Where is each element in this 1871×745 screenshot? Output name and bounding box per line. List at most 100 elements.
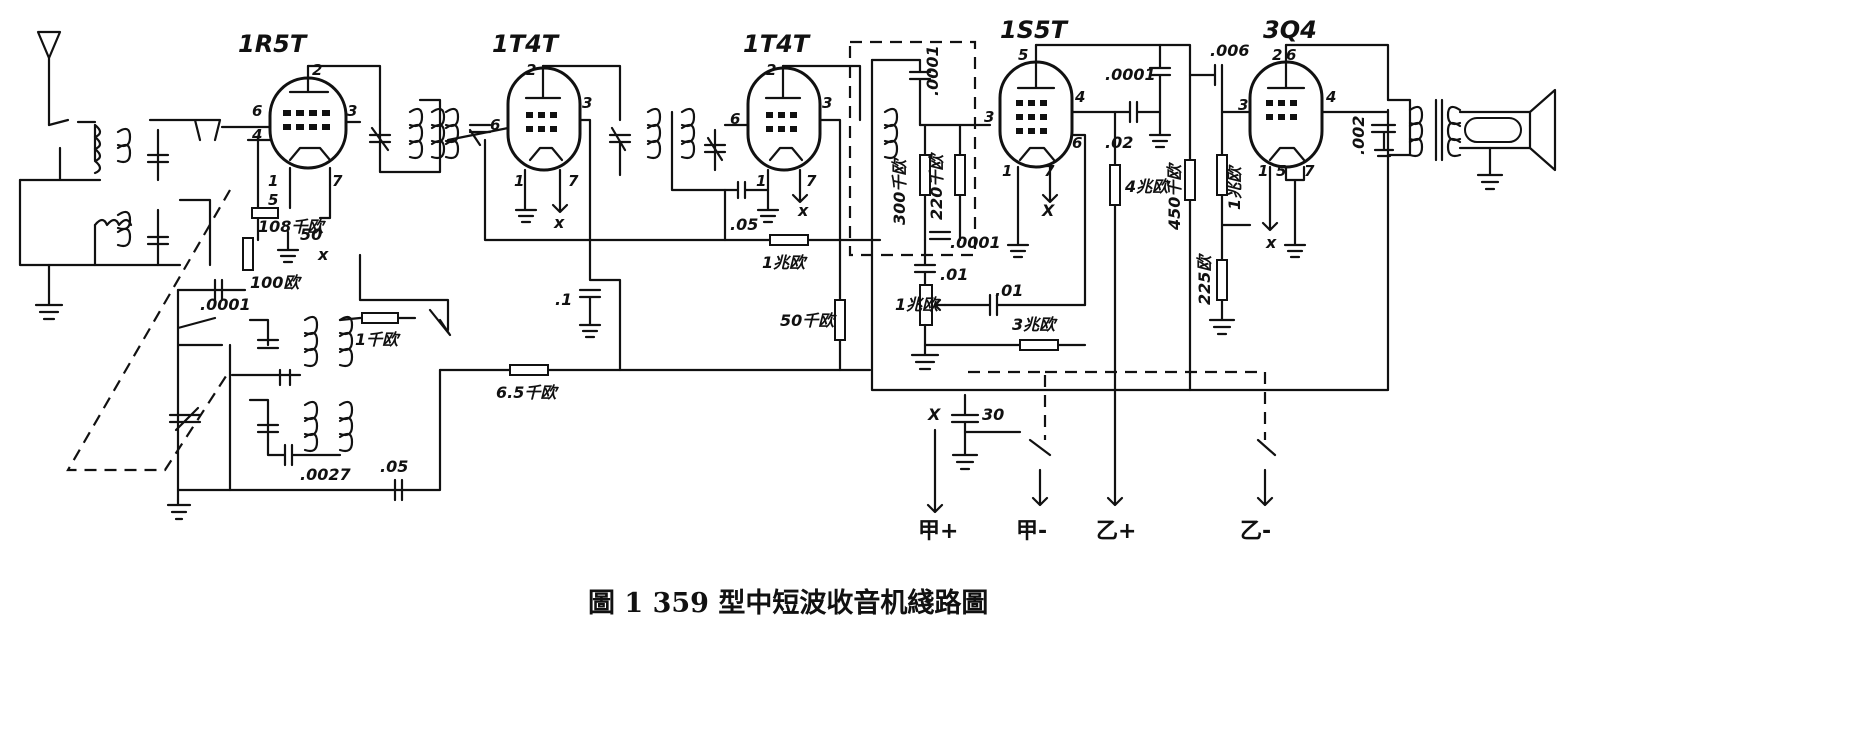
resistor-1k <box>361 312 399 324</box>
tube-1-pin-7: 7 <box>332 172 343 190</box>
label-01b: .01 <box>995 281 1023 300</box>
label-1meg-a: 1兆欧 <box>762 253 808 272</box>
resistor-4meg <box>1109 164 1121 206</box>
output-transformer <box>1386 98 1532 162</box>
tube-3-pin-1: 1 <box>756 172 766 190</box>
gang-tuning-dashed <box>66 189 231 472</box>
tube-1-pin-5: 5 <box>268 191 278 209</box>
x-marker-4: X <box>1041 201 1055 220</box>
tube-4-pin-6: 6 <box>1072 134 1082 152</box>
label-0001c: .0001 <box>950 233 1001 252</box>
resistor-225 <box>1216 259 1228 301</box>
tube-2-pin-2: 2 <box>526 61 536 79</box>
label-05b: .05 <box>730 215 758 234</box>
label-0001b: .0001 <box>923 45 942 96</box>
resistor-1meg-b <box>1216 154 1228 196</box>
label-02: .02 <box>1105 133 1133 152</box>
if-transformer-1 <box>368 98 446 174</box>
label-01a: .01 <box>940 265 968 284</box>
label-3meg: 3兆欧 <box>1012 315 1058 334</box>
label-pot-1meg: 1兆欧 <box>895 295 941 314</box>
power-terminal-a-plus: 甲+ <box>918 519 958 544</box>
label-002: .002 <box>1349 116 1368 155</box>
ground-antenna <box>34 298 64 321</box>
tube-5-name: 3Q4 <box>1263 16 1317 44</box>
x-marker-6: X <box>927 405 941 424</box>
label-0001d: .0001 <box>1105 65 1156 84</box>
label-c30: 30 <box>982 405 1004 424</box>
label-006: .006 <box>1210 41 1249 60</box>
resistor-1meg-a <box>769 234 809 246</box>
tube-2-pin-6: 6 <box>490 116 500 134</box>
label-220k: 220千欧 <box>927 152 946 220</box>
tube-2-name: 1T4T <box>492 30 560 58</box>
label-1k: 1千欧 <box>355 330 401 349</box>
tube-4-pin-3: 3 <box>984 108 994 126</box>
resistor-50k <box>834 299 846 341</box>
resistor-6-5k <box>509 364 549 376</box>
tube-5-pin-6: 6 <box>1286 46 1296 64</box>
speaker-icon <box>1464 88 1557 191</box>
tube-3q4: 3Q4 2 6 3 4 1 5 7 x <box>1238 16 1336 252</box>
label-450k: 450千欧 <box>1165 162 1184 231</box>
resistor-220k <box>954 154 966 196</box>
label-0027: .0027 <box>300 465 351 484</box>
tube-1-pin-4: 4 <box>251 126 262 144</box>
x-marker-3: x <box>797 201 809 220</box>
tube-4-pin-4: 4 <box>1074 88 1085 106</box>
tube-4-pin-5: 5 <box>1018 46 1028 64</box>
input-coil-section <box>18 118 222 302</box>
label-0001a: .0001 <box>200 295 251 314</box>
label-c50: 50 <box>300 225 322 244</box>
power-terminal-b-plus: 乙+ <box>1096 519 1136 544</box>
resistor-300k <box>919 154 931 196</box>
tube-5-pin-2: 2 <box>1272 46 1282 64</box>
tube-1t4t-a: 1T4T 2 6 3 1 7 x <box>490 30 592 232</box>
power-terminal-b-minus: 乙- <box>1240 519 1271 544</box>
tube-3-pin-3: 3 <box>822 94 832 112</box>
x-marker-1: x <box>317 245 329 264</box>
detector-dashed-box <box>848 40 977 257</box>
tube-2-pin-3: 3 <box>582 94 592 112</box>
label-225: 225欧 <box>1195 253 1214 305</box>
label-6-5k: 6.5千欧 <box>496 383 559 402</box>
power-switch-dashed <box>968 370 1267 440</box>
tube-1-name: 1R5T <box>238 30 308 58</box>
tube-1-pin-3: 3 <box>347 102 357 120</box>
tube-5-pin-3: 3 <box>1238 96 1248 114</box>
label-300k: 300千欧 <box>890 157 909 225</box>
tube-5-pin-1: 1 <box>1258 162 1268 180</box>
resistor-450k <box>1184 159 1196 201</box>
tube-5-pin-5: 5 <box>1276 162 1286 180</box>
label-4meg: 4兆欧 <box>1124 177 1171 196</box>
tube-3-pin-2: 2 <box>766 61 776 79</box>
antenna-symbol <box>36 30 62 127</box>
tube-5-pin-4: 4 <box>1325 88 1336 106</box>
figure-caption: 圖 1 359 型中短波收音机綫路圖 <box>588 587 988 619</box>
tube-4-name: 1S5T <box>1000 16 1069 44</box>
tube-2-pin-7: 7 <box>568 172 579 190</box>
label-05a: .05 <box>380 457 408 476</box>
label-c1: .1 <box>555 290 572 309</box>
label-1meg-b: 1兆欧 <box>1225 164 1244 210</box>
tube-1-pin-6: 6 <box>252 102 262 120</box>
tube-5-pin-7: 7 <box>1304 162 1315 180</box>
label-100k: 100欧 <box>250 273 302 292</box>
tube-3-name: 1T4T <box>743 30 811 58</box>
tube-1s5t: 1S5T 5 3 4 1 7 6 X <box>984 16 1085 220</box>
tube-4-pin-1: 1 <box>1002 162 1012 180</box>
x-marker-5: x <box>1265 233 1277 252</box>
tube-1-pin-1: 1 <box>268 172 278 190</box>
x-marker-2: x <box>553 213 565 232</box>
tube-1t4t-b: 1T4T 2 6 3 1 7 x <box>730 30 832 220</box>
resistor-108k <box>251 207 279 219</box>
label-108k: 108千欧 <box>258 217 326 236</box>
tube-3-pin-7: 7 <box>806 172 817 190</box>
tube-1r5t: 1R5T 2 6 4 3 1 5 7 <box>238 30 357 209</box>
tube-1-pin-2: 2 <box>312 61 322 79</box>
tube-3-pin-6: 6 <box>730 110 740 128</box>
tube-2-pin-1: 1 <box>514 172 524 190</box>
power-terminal-a-minus: 甲- <box>1016 519 1047 544</box>
resistor-3meg <box>1019 339 1059 351</box>
